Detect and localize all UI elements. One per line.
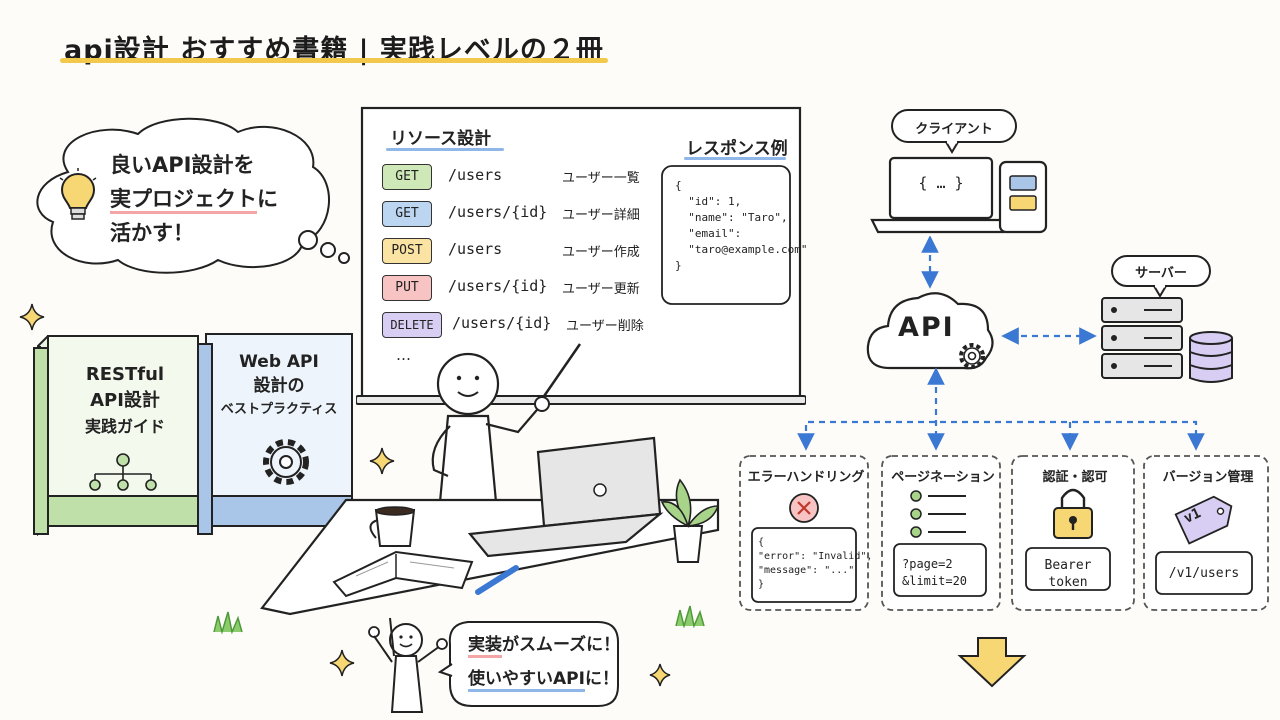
error-handling-title: エラーハンドリング [747, 470, 865, 485]
book-2-line-3: ベストプラクティス [220, 402, 338, 417]
bubble-message: 良いAPI設計を 実プロジェクトに 活かす！ [110, 148, 278, 250]
endpoint-desc: ユーザー作成 [562, 245, 640, 260]
sparkle-icon [329, 649, 355, 677]
bottom-line-2: 使いやすいAPIに！ [468, 664, 619, 692]
response-json: { "id": 1, "name": "Taro", "email": "tar… [675, 179, 808, 272]
client-label-bubble [891, 109, 1017, 154]
bubble-line-3: 活かす！ [110, 221, 194, 245]
sparkle-icon [19, 303, 45, 331]
bottom-line-2-suffix: に！ [584, 669, 619, 689]
thought-bubble [36, 117, 350, 274]
speech-bubble [438, 621, 619, 707]
lock-icon [1053, 488, 1093, 539]
sparkle-icon [369, 447, 395, 475]
api-cloud [866, 292, 994, 370]
endpoint-desc: ユーザー一覧 [562, 171, 640, 186]
close-icon [789, 493, 819, 523]
gear-icon [959, 343, 985, 369]
api-label: API [898, 312, 955, 343]
bubble-highlight: 実プロジェクト [110, 187, 257, 214]
heading-underline [386, 148, 504, 151]
auth-title: 認証・認可 [1042, 470, 1108, 485]
method-badge: GET [382, 164, 432, 190]
bottom-line-1-suffix: がスムーズに！ [502, 635, 621, 655]
endpoint-path: /users/{id} [448, 203, 548, 221]
endpoint-desc: ユーザー詳細 [562, 208, 640, 223]
versioning-title: バージョン管理 [1162, 470, 1254, 485]
server-label: サーバー [1135, 266, 1187, 281]
laptop-screen-text: { … } [918, 174, 964, 192]
down-arrow-icon [957, 637, 1027, 688]
lightbulb-icon [59, 168, 97, 220]
endpoint-path: /users [448, 240, 503, 258]
endpoint-desc: ユーザー削除 [566, 319, 644, 334]
presenter-desk-illustration [260, 343, 720, 616]
more-ellipsis: … [396, 346, 411, 364]
cheering-figure [368, 617, 448, 713]
list-icon [910, 490, 966, 538]
connection-arrows [797, 236, 1205, 451]
heading-underline [684, 157, 786, 160]
auth-code: Bearer token [1044, 558, 1092, 590]
feature-cards [739, 455, 1269, 611]
book-1-line-2: API設計 [90, 390, 160, 411]
method-badge: PUT [382, 275, 432, 301]
bottom-line-1: 実装がスムーズに！ [468, 630, 621, 658]
resource-design-heading: リソース設計 [390, 129, 492, 149]
server-illustration [1101, 297, 1233, 383]
book-2-title: Web API 設計の ベストプラクティス [206, 350, 352, 422]
endpoint-path: /users/{id} [452, 314, 552, 332]
sparkle-icon [649, 663, 671, 687]
book-2-line-1: Web API [239, 352, 319, 372]
pagination-title: ページネーション [891, 470, 995, 485]
error-handling-code: { "error": "Invalid", "message": "..." } [758, 537, 873, 590]
bottom-highlight-1: 実装 [468, 635, 502, 658]
whiteboard [356, 106, 806, 405]
title-underline [60, 58, 608, 63]
book-2-line-2: 設計の [253, 376, 305, 396]
book-1-title: RESTful API設計 実践ガイド [50, 362, 200, 440]
versioning-code: /v1/users [1168, 566, 1240, 581]
database-icon [1189, 331, 1233, 383]
method-badge: POST [382, 238, 432, 264]
client-devices-illustration [870, 156, 1048, 234]
server-label-bubble [1111, 255, 1211, 298]
gear-icon [263, 439, 309, 485]
version-tag-icon [1174, 495, 1233, 545]
endpoint-desc: ユーザー更新 [562, 282, 640, 297]
bottom-highlight-2: 使いやすいAPI [468, 669, 585, 692]
bubble-line-2: 実プロジェクトに [110, 182, 278, 216]
book-1-line-1: RESTful [85, 364, 165, 385]
endpoint-path: /users [448, 166, 503, 184]
endpoint-path: /users/{id} [448, 277, 548, 295]
bubble-line-1: 良いAPI設計を [110, 153, 255, 177]
books-illustration [33, 333, 353, 537]
bubble-line-2-suffix: に [257, 187, 278, 211]
method-badge: GET [382, 201, 432, 227]
method-badge: DELETE [382, 312, 442, 338]
response-example-heading: レスポンス例 [686, 139, 788, 159]
pagination-code: ?page=2 &limit=20 [902, 557, 968, 588]
grass-icon [213, 611, 243, 634]
client-label: クライアント [915, 122, 993, 137]
grass-icon [675, 605, 705, 628]
book-1-line-3: 実践ガイド [84, 417, 165, 436]
